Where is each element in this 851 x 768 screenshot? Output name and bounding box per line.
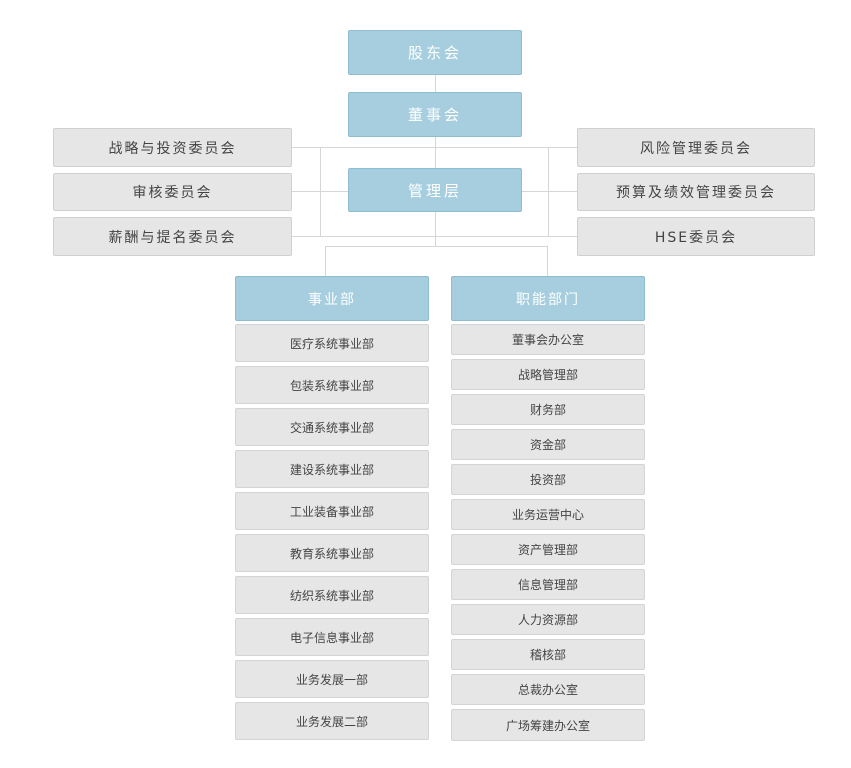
- department-item: 稽核部: [451, 639, 645, 670]
- business-unit-label: 业务发展一部: [295, 672, 368, 687]
- board-of-directors-box: 董事会: [348, 92, 522, 137]
- business-unit-label: 包装系统事业部: [289, 378, 374, 393]
- department-label: 人力资源部: [517, 613, 578, 627]
- department-item: 董事会办公室: [451, 324, 645, 355]
- business-unit-label: 电子信息事业部: [289, 630, 374, 645]
- business-units-header: 事业部: [235, 276, 429, 321]
- business-unit-label: 工业装备事业部: [289, 504, 374, 519]
- business-units-title: 事业部: [308, 291, 356, 308]
- department-item: 业务运营中心: [451, 499, 645, 530]
- department-label: 投资部: [529, 473, 566, 487]
- hse-committee: HSE委员会: [577, 217, 815, 256]
- department-label: 财务部: [529, 403, 566, 417]
- functional-departments-header: 职能部门: [451, 276, 645, 321]
- department-label: 董事会办公室: [511, 333, 584, 347]
- business-unit-label: 医疗系统事业部: [289, 336, 374, 351]
- business-unit-item: 工业装备事业部: [235, 492, 429, 530]
- department-label: 资产管理部: [517, 543, 578, 557]
- business-unit-label: 业务发展二部: [295, 714, 368, 729]
- strategy-investment-committee: 战略与投资委员会: [53, 128, 292, 167]
- committee-label: HSE委员会: [654, 229, 738, 246]
- audit-committee: 审核委员会: [53, 173, 292, 211]
- business-unit-label: 交通系统事业部: [289, 420, 374, 435]
- management-label: 管理层: [407, 181, 462, 200]
- committee-label: 薪酬与提名委员会: [108, 229, 237, 246]
- department-label: 资金部: [529, 438, 566, 452]
- department-label: 业务运营中心: [511, 508, 584, 522]
- business-unit-label: 教育系统事业部: [289, 546, 374, 561]
- committee-label: 审核委员会: [132, 185, 213, 201]
- shareholders-meeting-box: 股东会: [348, 30, 522, 75]
- business-unit-label: 纺织系统事业部: [289, 588, 374, 603]
- department-label: 总裁办公室: [517, 683, 578, 697]
- business-unit-item: 包装系统事业部: [235, 366, 429, 404]
- department-item: 投资部: [451, 464, 645, 495]
- department-label: 信息管理部: [517, 578, 578, 592]
- department-item: 广场筹建办公室: [451, 709, 645, 741]
- business-unit-item: 电子信息事业部: [235, 618, 429, 656]
- business-unit-label: 建设系统事业部: [289, 462, 374, 477]
- department-label: 广场筹建办公室: [505, 718, 590, 733]
- functional-departments-title: 职能部门: [516, 291, 580, 308]
- business-unit-item: 纺织系统事业部: [235, 576, 429, 614]
- department-item: 人力资源部: [451, 604, 645, 635]
- department-item: 资金部: [451, 429, 645, 460]
- committee-label: 战略与投资委员会: [108, 140, 237, 157]
- business-unit-item: 建设系统事业部: [235, 450, 429, 488]
- department-label: 战略管理部: [517, 368, 578, 382]
- department-item: 信息管理部: [451, 569, 645, 600]
- committee-label: 预算及绩效管理委员会: [616, 185, 776, 201]
- business-unit-item: 业务发展二部: [235, 702, 429, 740]
- shareholders-meeting-label: 股东会: [407, 44, 462, 62]
- business-unit-item: 教育系统事业部: [235, 534, 429, 572]
- department-item: 总裁办公室: [451, 674, 645, 705]
- department-label: 稽核部: [529, 648, 566, 662]
- department-item: 资产管理部: [451, 534, 645, 565]
- board-of-directors-label: 董事会: [407, 106, 462, 124]
- department-item: 财务部: [451, 394, 645, 425]
- committee-label: 风险管理委员会: [640, 140, 752, 157]
- budget-performance-committee: 预算及绩效管理委员会: [577, 173, 815, 211]
- business-unit-item: 业务发展一部: [235, 660, 429, 698]
- compensation-nomination-committee: 薪酬与提名委员会: [53, 217, 292, 256]
- business-unit-item: 医疗系统事业部: [235, 324, 429, 362]
- business-unit-item: 交通系统事业部: [235, 408, 429, 446]
- management-box: 管理层: [348, 168, 522, 212]
- risk-management-committee: 风险管理委员会: [577, 128, 815, 167]
- department-item: 战略管理部: [451, 359, 645, 390]
